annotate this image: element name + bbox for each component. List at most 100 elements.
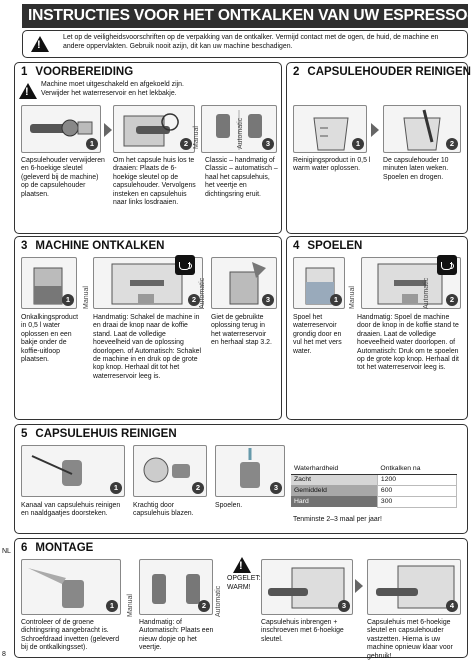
- section-6-heading: MONTAGE: [35, 542, 94, 554]
- page-title: INSTRUCTIES VOOR HET ONTKALKEN VAN UW ES…: [22, 4, 468, 28]
- hex-key-illustration: [123, 113, 179, 147]
- label-automatic: Automatic: [423, 277, 430, 309]
- warning-text: Let op de veiligheidsvoorschriften op de…: [63, 34, 439, 50]
- table-cell: 600: [376, 484, 458, 497]
- step-2-2-illustration: 2: [383, 105, 461, 153]
- rinse-illustration: [240, 448, 260, 488]
- step-2-1-illustration: 1: [293, 105, 367, 153]
- step-badge: 2: [180, 138, 192, 150]
- step-5-1-text: Kanaal van capsulehuis reinigen en naald…: [21, 502, 121, 518]
- needle-clean-illustration: [31, 455, 82, 486]
- label-manual: Manual: [193, 126, 200, 149]
- step-badge: 3: [270, 482, 282, 494]
- step-3-1-text: Onkalkingsproduct in 0,5 l water oplosse…: [21, 314, 79, 364]
- step-5-2-text: Krachtig door capsulehuis blazen.: [133, 502, 194, 518]
- water-tank-illustration: [305, 267, 335, 305]
- water-tank-illustration: [33, 267, 63, 305]
- spring-cap-illustration: [152, 574, 200, 604]
- step-3-3-illustration: 3: [211, 257, 277, 309]
- step-4-1-text: Spoel het waterreservoir grondig door en…: [293, 314, 342, 355]
- step-6-4-text: Capsulehuis met 6-hoekige sleutel en cap…: [367, 619, 453, 660]
- step-6-1-illustration: 1: [21, 559, 121, 615]
- warning-icon: [233, 557, 251, 573]
- step-2-1-text: Reinigingsproduct in 0,5 l warm water op…: [293, 157, 371, 173]
- table-cell: Zacht: [291, 474, 378, 485]
- section-3-number: 3: [21, 240, 28, 252]
- step-4-1-illustration: 1: [293, 257, 345, 309]
- capsule-housing-illustration: [216, 110, 262, 150]
- step-6-2-text: Handmatig: of Automatisch: Plaats een ni…: [139, 619, 214, 652]
- section-6-number: 6: [21, 542, 28, 554]
- arrow-icon: [104, 123, 112, 137]
- label-automatic: Automatic: [199, 277, 206, 309]
- step-6-3-illustration: 3: [261, 559, 353, 615]
- step-6-1-text: Controleer of de groene dichtingsring aa…: [21, 619, 120, 652]
- section-2-heading: CAPSULEHOUDER REINIGEN: [307, 66, 471, 78]
- step-badge: 1: [106, 600, 118, 612]
- label-manual: Manual: [83, 286, 90, 309]
- step-badge: 1: [352, 138, 364, 150]
- hot-warning: OPGELET: WARM!: [227, 575, 261, 591]
- table-cell: 1200: [376, 473, 458, 486]
- step-6-2-illustration: 2: [139, 559, 213, 615]
- step-badge: 3: [338, 600, 350, 612]
- step-badge: 1: [330, 294, 342, 306]
- language-code: NL: [2, 548, 11, 555]
- step-badge: 1: [62, 294, 74, 306]
- warning-icon: [31, 36, 49, 52]
- espresso-machine-illustration: [377, 263, 443, 305]
- grease-illustration: [28, 568, 84, 608]
- coffee-cup-icon: [437, 255, 457, 275]
- fix-holder-illustration: [376, 565, 455, 609]
- arrow-icon: [355, 579, 363, 593]
- step-6-3-text: Capsulehuis inbrengen + inschroeven met …: [261, 619, 344, 643]
- pour-solution-illustration: [229, 262, 266, 305]
- table-header: Waterhardheid: [291, 463, 378, 475]
- step-1-1-text: Capsulehouder verwijderen en 6-hoekige s…: [21, 157, 105, 198]
- step-5-1-illustration: 1: [21, 445, 125, 497]
- measuring-cup-illustration: [313, 117, 349, 151]
- section-5-number: 5: [21, 428, 28, 440]
- step-6-4-illustration: 4: [367, 559, 461, 615]
- step-1-2-illustration: 2: [113, 105, 195, 153]
- table-cell: Gemiddeld: [291, 485, 378, 496]
- section-1-number: 1: [21, 66, 28, 78]
- step-5-3-illustration: 3: [215, 445, 285, 497]
- capsule-holder-illustration: [30, 119, 93, 137]
- section-1-title: 1 VOORBEREIDING: [21, 66, 133, 78]
- step-badge: 2: [188, 294, 200, 306]
- step-5-3-text: Spoelen.: [215, 502, 243, 509]
- step-badge: 2: [446, 138, 458, 150]
- section-1-warning: Machine moet uitgeschakeld en afgekoeld …: [41, 81, 184, 97]
- step-badge: 2: [192, 482, 204, 494]
- section-1-heading: VOORBEREIDING: [35, 66, 134, 78]
- blow-illustration: [143, 457, 190, 483]
- step-badge: 1: [86, 138, 98, 150]
- step-badge: 4: [446, 600, 458, 612]
- step-1-3-illustration: 3: [201, 105, 277, 153]
- step-badge: 3: [262, 294, 274, 306]
- coffee-cup-icon: [175, 255, 195, 275]
- section-preparation: 1 VOORBEREIDING Machine moet uitgeschakel…: [14, 62, 282, 234]
- soaking-cup-illustration: [403, 109, 441, 151]
- step-2-2-text: De capsulehouder 10 minuten laten weken.…: [383, 157, 449, 181]
- table-header: Ontkalken na: [377, 463, 457, 475]
- section-3-heading: MACHINE ONTKALKEN: [35, 240, 165, 252]
- step-4-2-text: Handmatig: Spoel de machine door de knop…: [357, 314, 459, 372]
- step-1-2-text: Om het capsule huis los te draaien: Plaa…: [113, 157, 196, 207]
- step-3-2-text: Handmatig: Schakel de machine in en draa…: [93, 314, 202, 380]
- label-manual: Manual: [127, 594, 134, 617]
- table-cell: Hard: [291, 496, 378, 507]
- label-automatic: Automatic: [237, 117, 244, 149]
- insert-housing-illustration: [268, 567, 345, 609]
- step-1-3-text: Classic – handmatig of Classic – automat…: [205, 157, 278, 198]
- step-badge: 2: [198, 600, 210, 612]
- label-automatic: Automatic: [215, 585, 222, 617]
- warning-banner: Let op de veiligheidsvoorschriften op de…: [22, 30, 468, 58]
- step-badge: 2: [446, 294, 458, 306]
